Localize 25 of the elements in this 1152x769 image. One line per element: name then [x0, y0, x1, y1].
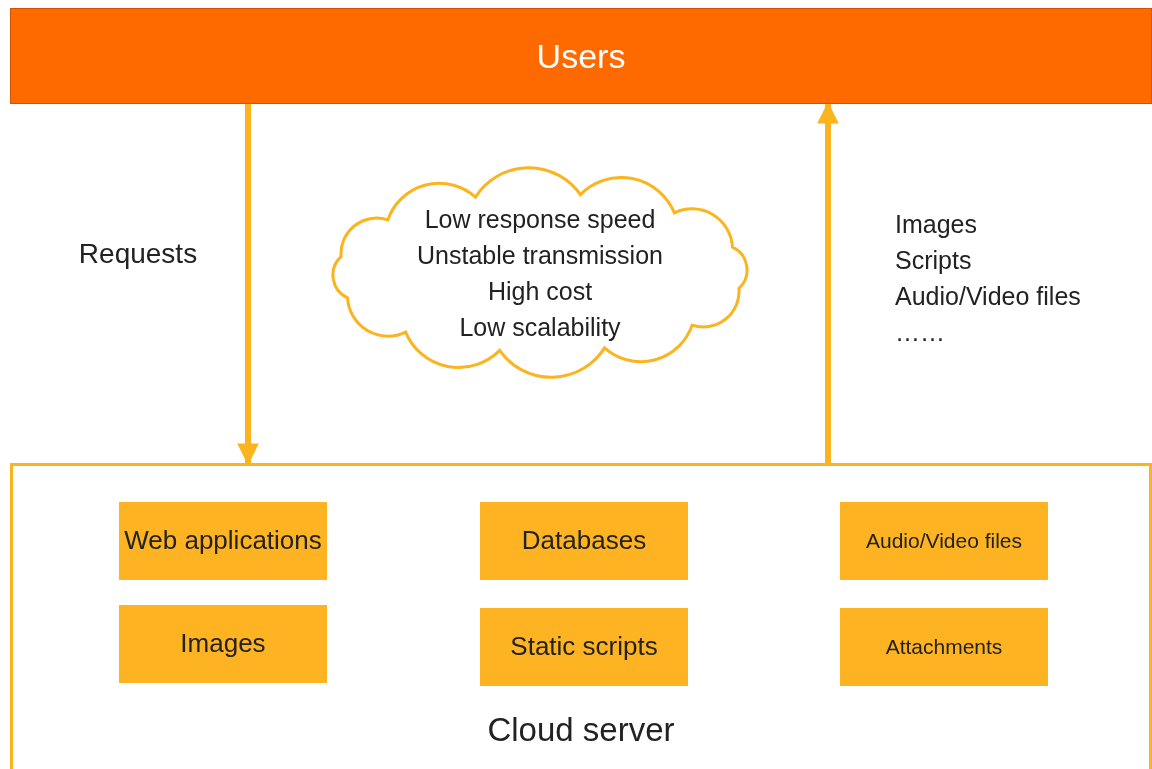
cloud-text: Low scalability: [459, 311, 621, 343]
users-bar: [10, 8, 1152, 104]
box-text: Static scripts: [510, 632, 658, 662]
box-text: Audio/Video files: [865, 528, 1023, 554]
server-panel: [10, 463, 1152, 769]
panel-title: Cloud server: [486, 711, 676, 749]
edge-label: Requests: [77, 238, 199, 270]
box-text: Databases: [521, 526, 647, 556]
media-label: Images: [895, 210, 977, 239]
cloud-text: High cost: [487, 275, 593, 307]
cloud-text: Unstable transmission: [417, 239, 663, 271]
content-box: [480, 502, 688, 580]
bar-title: Users: [536, 36, 626, 76]
content-box: [480, 608, 688, 686]
media-label: Audio/Video files: [895, 282, 1081, 311]
media-label: Scripts: [895, 246, 972, 275]
cloud-text: Low response speed: [424, 203, 656, 235]
box-text: Attachments: [885, 634, 1003, 660]
box-text: Images: [180, 629, 266, 659]
content-box: [119, 502, 327, 580]
content-box: [119, 605, 327, 683]
content-box: [840, 502, 1048, 580]
content-box: [840, 608, 1048, 686]
media-label: ……: [895, 318, 945, 347]
box-text: Web applications: [124, 526, 322, 556]
